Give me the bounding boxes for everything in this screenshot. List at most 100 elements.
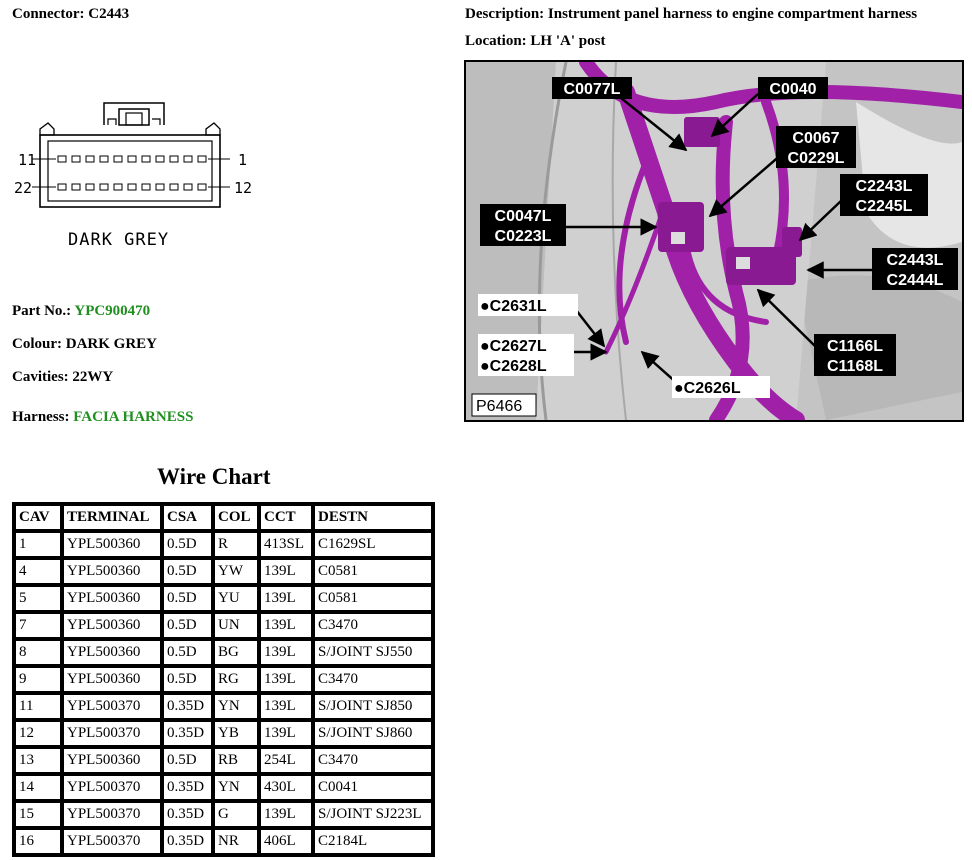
cell-col: NR (213, 828, 259, 855)
cell-destn: C3470 (313, 666, 433, 693)
cell-destn: S/JOINT SJ550 (313, 639, 433, 666)
cell-cav: 8 (14, 639, 62, 666)
cell-cav: 4 (14, 558, 62, 585)
callout-c2443l-c2444l: C2443L C2444L (872, 248, 958, 290)
harness-line: Harness: FACIA HARNESS (12, 409, 193, 426)
cell-cct: 139L (259, 693, 313, 720)
header-cav: CAV (14, 504, 62, 531)
cell-destn: C3470 (313, 612, 433, 639)
photo-ref-label: P6466 (471, 393, 537, 417)
cavities-label: Cavities: (12, 369, 69, 385)
cell-destn: C0581 (313, 585, 433, 612)
cell-destn: S/JOINT SJ850 (313, 693, 433, 720)
harness-label: Harness: (12, 409, 70, 425)
svg-text:C0067: C0067 (792, 130, 839, 147)
cell-cct: 406L (259, 828, 313, 855)
cell-csa: 0.5D (162, 639, 213, 666)
svg-text:C0229L: C0229L (788, 150, 845, 167)
cell-terminal: YPL500360 (62, 666, 162, 693)
svg-text:●C2628L: ●C2628L (480, 358, 547, 375)
connector-colour-caption: DARK GREY (68, 230, 170, 250)
svg-text:C1168L: C1168L (827, 358, 883, 375)
cell-terminal: YPL500370 (62, 801, 162, 828)
cell-col: G (213, 801, 259, 828)
cell-csa: 0.35D (162, 828, 213, 855)
part-no-label: Part No.: (12, 303, 72, 319)
svg-text:C0077L: C0077L (564, 81, 621, 98)
connector-face-diagram: 11 1 22 12 (14, 102, 252, 208)
cell-col: YN (213, 774, 259, 801)
header-cct: CCT (259, 504, 313, 531)
svg-text:C2243L: C2243L (856, 178, 913, 195)
cell-terminal: YPL500360 (62, 639, 162, 666)
cell-cct: 139L (259, 801, 313, 828)
svg-text:C2245L: C2245L (856, 198, 913, 215)
callout-c0047l-c0223l: C0047L C0223L (480, 204, 566, 246)
colour-value: DARK GREY (65, 336, 158, 352)
cell-destn: C0581 (313, 558, 433, 585)
cell-terminal: YPL500370 (62, 693, 162, 720)
callout-c0040: C0040 (758, 77, 828, 99)
cavities-value: 22WY (72, 369, 114, 385)
pin-label-12: 12 (234, 179, 252, 197)
wire-chart-header-row: CAV TERMINAL CSA COL CCT DESTN (14, 504, 433, 531)
svg-text:●C2631L: ●C2631L (480, 298, 547, 315)
cell-csa: 0.5D (162, 747, 213, 774)
cell-destn: C0041 (313, 774, 433, 801)
svg-text:C1166L: C1166L (827, 338, 883, 355)
cell-col: YW (213, 558, 259, 585)
cell-col: UN (213, 612, 259, 639)
cell-cct: 139L (259, 666, 313, 693)
cell-col: YN (213, 693, 259, 720)
cell-csa: 0.5D (162, 558, 213, 585)
cell-csa: 0.35D (162, 693, 213, 720)
cell-terminal: YPL500360 (62, 612, 162, 639)
callout-c2627l-c2628l: ●C2627L ●C2628L (478, 334, 574, 376)
cell-destn: S/JOINT SJ860 (313, 720, 433, 747)
cell-csa: 0.35D (162, 801, 213, 828)
cell-cct: 139L (259, 612, 313, 639)
cell-cct: 139L (259, 585, 313, 612)
description-value: Instrument panel harness to engine compa… (547, 6, 918, 22)
callout-c2631l: ●C2631L (478, 294, 578, 316)
callout-c2626l: ●C2626L (672, 376, 770, 398)
cell-col: YU (213, 585, 259, 612)
part-no-value: YPC900470 (74, 303, 151, 319)
cell-cav: 5 (14, 585, 62, 612)
header-terminal: TERMINAL (62, 504, 162, 531)
pin-label-11: 11 (18, 151, 36, 169)
wire-chart-title: Wire Chart (157, 464, 271, 489)
cell-cav: 12 (14, 720, 62, 747)
cell-cav: 15 (14, 801, 62, 828)
cell-cav: 7 (14, 612, 62, 639)
cell-col: YB (213, 720, 259, 747)
svg-text:C0223L: C0223L (495, 228, 552, 245)
cell-cav: 16 (14, 828, 62, 855)
cell-cct: 139L (259, 720, 313, 747)
connector-value: C2443 (88, 6, 130, 22)
cell-col: RB (213, 747, 259, 774)
svg-text:●C2626L: ●C2626L (674, 380, 741, 397)
callout-c2243l-c2245l: C2243L C2245L (840, 174, 928, 216)
svg-text:C2443L: C2443L (887, 252, 944, 269)
cell-terminal: YPL500370 (62, 774, 162, 801)
svg-text:C2444L: C2444L (887, 272, 944, 289)
cavities-line: Cavities: 22WY (12, 369, 113, 386)
cell-cav: 14 (14, 774, 62, 801)
location-line: Location: LH 'A' post (465, 33, 605, 50)
location-label: Location: (465, 33, 527, 49)
callout-c0077l: C0077L (552, 77, 632, 99)
header-destn: DESTN (313, 504, 433, 531)
cell-destn: S/JOINT SJ223L (313, 801, 433, 828)
description-line: Description: Instrument panel harness to… (465, 6, 917, 23)
